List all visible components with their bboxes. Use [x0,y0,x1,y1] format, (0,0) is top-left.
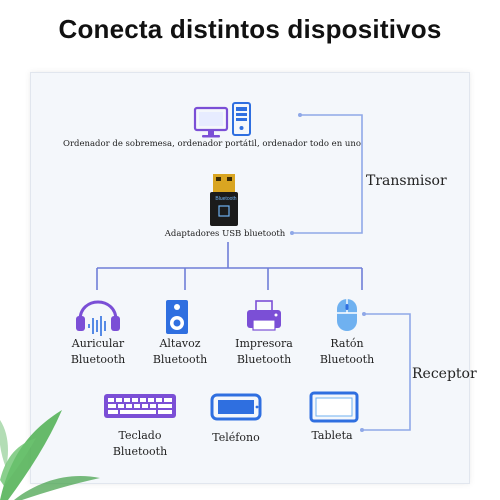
device-name: Teclado [118,429,162,442]
headphones-icon [76,300,120,336]
device-name: Tableta [311,429,353,442]
mouse-icon [337,299,357,331]
pc-tower-icon [232,102,251,136]
receiver-bracket [362,313,411,431]
adapter-brand-text: Bluetooth [215,196,237,202]
phone-icon [210,393,262,421]
connector-lines [96,113,411,432]
device-label-phone: Teléfono [196,430,276,446]
device-label-headphones: Auricular Bluetooth [58,336,138,368]
device-label-mouse: Ratón Bluetooth [307,336,387,368]
device-name: Altavoz [159,337,201,350]
device-connection: Bluetooth [236,353,292,366]
computers-label: Ordenador de sobremesa, ordenador portát… [63,139,361,149]
device-name: Ratón [330,337,364,350]
diagram-card [30,72,470,484]
transmitter-bracket [292,114,363,234]
keyboard-icon [104,394,176,418]
device-label-printer: Impresora Bluetooth [224,336,304,368]
device-connection: Bluetooth [112,445,168,458]
receiver-label: Receptor [412,366,477,382]
device-tree [96,242,363,290]
plant-leaves-decoration [0,410,100,500]
device-name: Auricular [71,337,125,350]
device-connection: Bluetooth [319,353,375,366]
device-label-speaker: Altavoz Bluetooth [140,336,220,368]
printer-icon [247,300,281,331]
device-connection: Bluetooth [152,353,208,366]
device-connection: Bluetooth [70,353,126,366]
device-label-tablet: Tableta [292,428,372,444]
device-name: Impresora [235,337,293,350]
device-label-keyboard: Teclado Bluetooth [100,428,180,460]
adapter-label: Adaptadores USB bluetooth [164,229,286,239]
monitor-icon [193,106,229,138]
transmitter-label: Transmisor [366,173,447,189]
speaker-icon [166,300,188,334]
tablet-icon [309,391,359,423]
usb-adapter-icon [210,174,238,226]
page-title: Conecta distintos dispositivos [58,14,442,44]
device-name: Teléfono [212,431,260,444]
